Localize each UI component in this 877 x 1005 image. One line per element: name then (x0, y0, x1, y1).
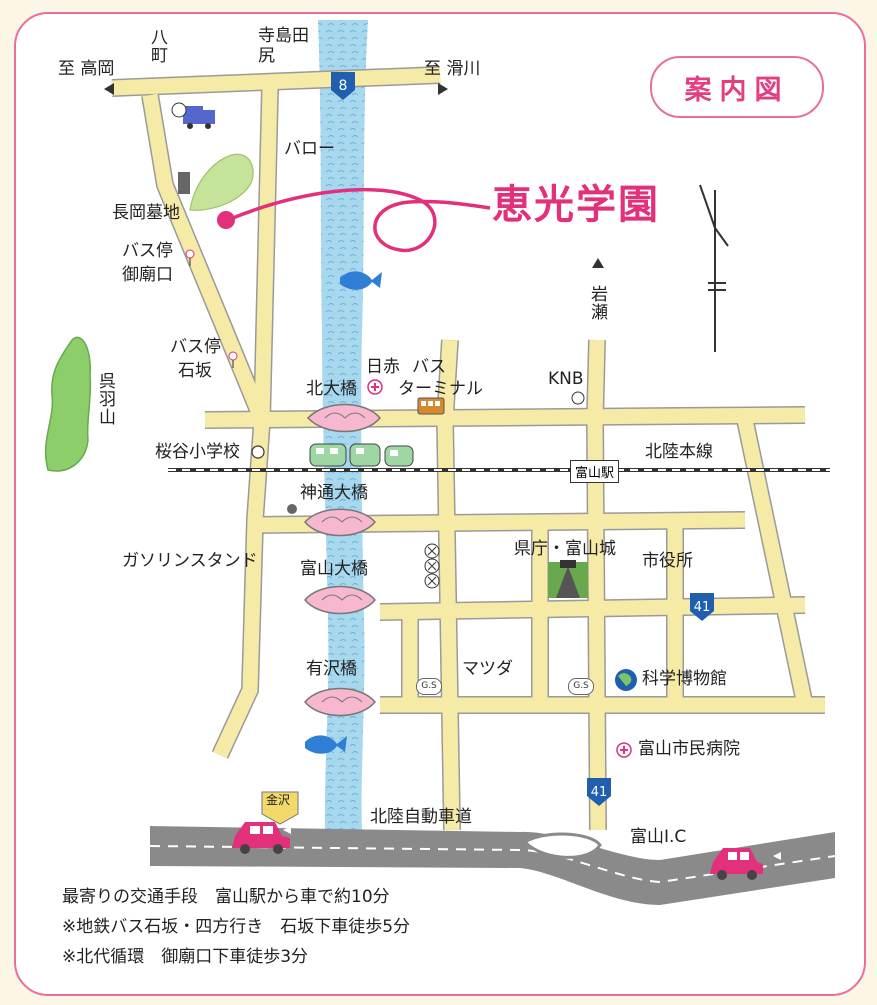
svg-text:8: 8 (339, 78, 348, 94)
route-8-shield: 8 (331, 72, 355, 100)
label-nisseki: 日赤 (366, 357, 400, 377)
police-icon (424, 543, 440, 589)
label-arisawa-bridge: 有沢橋 (306, 659, 357, 679)
label-toyama-ohashi: 富山大橋 (300, 559, 368, 579)
bus-icon (417, 397, 445, 415)
access-note: 最寄りの交通手段 富山駅から車で約10分 (62, 887, 390, 907)
access-note: ※北代循環 御廟口下車徒歩3分 (62, 947, 309, 967)
bridge-arisawa (304, 687, 376, 717)
label-city-hall: 市役所 (642, 551, 693, 571)
kanazawa-sign (261, 791, 299, 825)
castle-icon (548, 560, 588, 598)
label-bus-stop: バス停 (170, 337, 221, 357)
hospital-icon (367, 379, 383, 395)
hokuriku-expressway (150, 826, 835, 905)
label-knb: KNB (548, 369, 584, 389)
label-barow: バロー (284, 139, 335, 159)
gas-station-badge: G.S (568, 678, 594, 695)
bridge-toyama-ohashi (304, 585, 376, 615)
north-compass (699, 184, 729, 352)
knb-tower-icon (571, 391, 585, 405)
title-badge: 案内図 (650, 56, 824, 118)
gas-station-badge: G.S (416, 678, 442, 695)
school-location-marker (217, 211, 235, 229)
arrow-up-icon (592, 258, 604, 268)
label-prefecture-castle: 県庁・富山城 (514, 539, 616, 559)
label-bus-terminal-2: ターミナル (398, 379, 483, 399)
label-hokuriku-expressway: 北陸自動車道 (370, 807, 472, 827)
label-iwase: 岩瀬 (587, 285, 607, 321)
label-sakuradani-school: 桜谷小学校 (155, 442, 240, 462)
label-to-namerikawa: 至 滑川 (424, 59, 481, 79)
label-hokuriku-line: 北陸本線 (645, 442, 713, 462)
car-icon (232, 822, 290, 854)
svg-text:41: 41 (591, 785, 608, 800)
access-note: ※地鉄バス石坂・四方行き 石坂下車徒歩5分 (62, 917, 411, 937)
label-jintsu-ohashi: 神通大橋 (300, 483, 368, 503)
label-municipal-hospital: 富山市民病院 (638, 739, 740, 759)
label-bus-stop: バス停 (122, 241, 173, 261)
label-hachimachi: 八町 (147, 28, 167, 64)
label-toyama-station: 富山駅 (570, 460, 620, 483)
fish-icon (340, 271, 382, 290)
route-41-shield: 41 (587, 778, 611, 806)
label-mazda: マツダ (462, 659, 513, 679)
label-kita-ohashi: 北大橋 (306, 379, 357, 399)
label-science-museum: 科学博物館 (642, 669, 727, 689)
train-icon (309, 443, 414, 467)
bridge-jintsu-ohashi (304, 508, 376, 537)
label-bus-terminal-1: バス (412, 357, 446, 377)
label-mt-kureha: 呉羽山 (95, 372, 115, 426)
label-gas-station: ガソリンスタンド (122, 551, 258, 571)
fish-icon (305, 735, 347, 754)
arrow-left-icon (104, 83, 114, 95)
gas-station-icon (287, 504, 297, 514)
toyama-ic-loop (522, 832, 602, 859)
school-pointer-line (227, 187, 491, 253)
gas-station-icon (171, 102, 187, 118)
svg-text:41: 41 (694, 600, 711, 615)
label-ishizaka: 石坂 (178, 361, 212, 381)
car-icon (710, 848, 763, 880)
label-toyama-ic: 富山I.C (630, 827, 687, 847)
label-gobyoguchi: 御廟口 (122, 265, 173, 285)
truck-icon (183, 106, 215, 129)
label-to-takaoka: 至 高岡 (58, 59, 115, 79)
route-41-shield: 41 (690, 593, 714, 621)
bus-stop-icon (185, 249, 195, 266)
hospital-icon (616, 742, 632, 758)
hill-cemetery (189, 153, 254, 211)
label-nagaoka-cemetery: 長岡墓地 (112, 203, 180, 223)
school-name: 恵光学園 (492, 182, 660, 228)
bus-stop-icon (228, 351, 238, 368)
school-symbol-icon (251, 445, 265, 459)
cemetery-icon (178, 172, 190, 194)
arrow-right-icon (438, 83, 448, 95)
label-terajima-tashiri: 寺島田尻 (258, 26, 309, 67)
mountain-kureha (44, 336, 92, 472)
bridge-kita-ohashi (306, 403, 381, 433)
page-title: 案内図 (684, 74, 790, 106)
label-kanazawa: 金沢 (266, 793, 291, 807)
